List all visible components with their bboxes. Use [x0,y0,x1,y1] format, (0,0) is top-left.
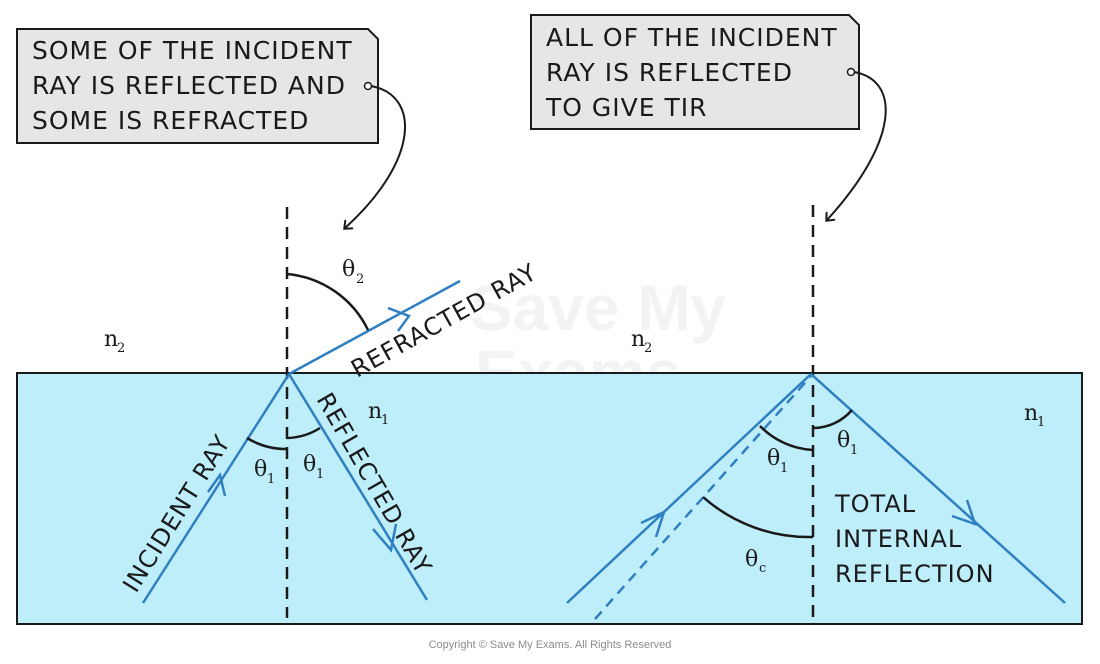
thetac-label: θ [745,547,758,572]
right-callout-line-3: TO GIVE TIR [545,93,708,122]
left-reflected-angle-arc [286,426,321,440]
tir-label-line-2: INTERNAL [835,525,962,553]
right-incident-ray [566,373,812,604]
theta2-arc [286,272,370,331]
right-diagram: n 2 n 1 θ 1 θ 1 θ c TOTAL INTERNAL REFLE… [566,205,1066,620]
left-callout-line-1: SOME OF THE INCIDENT [32,36,353,65]
left-n1-subscript: 1 [381,413,389,428]
left-theta1-reflected-subscript: 1 [316,467,324,482]
left-refracted-ray [288,279,461,376]
right-callout-box [530,14,860,130]
right-theta1-reflected-subscript: 1 [850,443,858,458]
right-theta1-incident-label: θ [767,446,780,471]
reflected-ray-arrow-icon [372,523,398,553]
right-callout-line-1: ALL OF THE INCIDENT [546,23,838,52]
left-n2-subscript: 2 [117,341,125,356]
left-callout-line-2: RAY IS REFLECTED AND [32,71,346,100]
thetac-subscript: c [759,561,766,576]
right-incident-angle-arc [759,425,814,452]
right-callout-line-2: RAY IS REFLECTED [546,58,793,87]
right-n2-subscript: 2 [644,341,652,356]
right-incident-arrow-icon [640,509,667,538]
left-reflected-ray [287,373,429,601]
left-callout-line-3: SOME IS REFRACTED [32,106,309,135]
left-callout-pointer-dot [363,81,373,91]
right-theta1-incident-subscript: 1 [780,461,788,476]
left-callout-pointer-arrow [345,85,406,228]
denser-medium-block [16,372,1083,625]
tir-label-line-1: TOTAL [834,490,916,518]
right-n2-label: n [631,327,645,352]
left-theta1-incident-subscript: 1 [267,472,275,487]
right-n1-label: n [1024,401,1038,426]
right-reflected-ray [810,373,1066,604]
left-n2-label: n [104,327,118,352]
right-n1-subscript: 1 [1037,415,1045,430]
right-callout-pointer-arrow [827,71,887,220]
watermark-line-1: Save My [470,272,727,344]
copyright-notice: Copyright © Save My Exams. All Rights Re… [429,639,672,651]
right-reflected-angle-arc [812,409,853,430]
left-incident-ray [141,373,291,604]
theta2-subscript: 2 [356,272,364,287]
theta2-label: θ [342,257,355,282]
left-incident-angle-arc [246,436,288,451]
right-callout: ALL OF THE INCIDENT RAY IS REFLECTED TO … [530,14,887,220]
critical-angle-arc [702,496,814,539]
left-theta1-incident-label: θ [254,457,267,482]
refracted-ray-arrow-icon [387,306,411,332]
right-callout-pointer-dot [846,67,856,77]
right-theta1-reflected-label: θ [837,428,850,453]
incident-ray-arrow-icon [206,472,227,497]
left-callout-box [16,28,379,144]
right-reflected-arrow-icon [951,499,977,527]
left-callout: SOME OF THE INCIDENT RAY IS REFLECTED AN… [16,28,406,228]
left-n1-label: n [368,399,382,424]
tir-label-line-3: REFLECTION [835,560,995,588]
left-theta1-reflected-label: θ [303,452,316,477]
